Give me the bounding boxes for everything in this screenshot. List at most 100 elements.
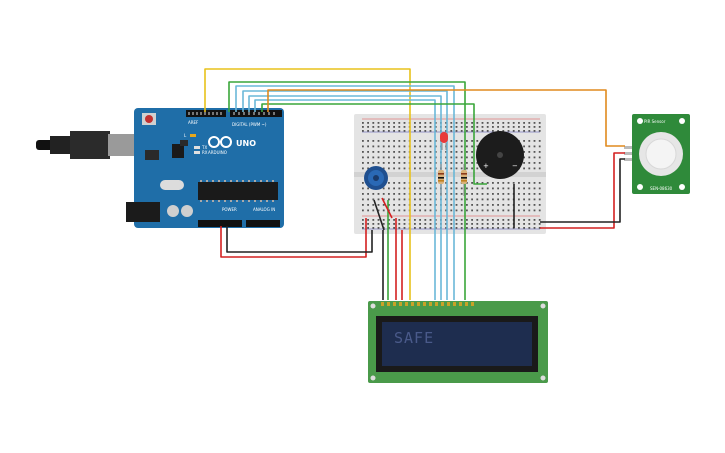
breadboard-hole xyxy=(419,187,421,190)
breadboard-hole xyxy=(486,126,489,128)
breadboard-hole xyxy=(460,126,463,128)
breadboard-hole xyxy=(466,204,468,206)
breadboard-hole xyxy=(445,193,447,195)
breadboard-hole xyxy=(450,167,453,170)
breadboard-hole xyxy=(398,227,401,229)
breadboard-hole xyxy=(367,219,369,221)
breadboard-hole xyxy=(419,227,421,229)
breadboard-hole xyxy=(502,182,505,184)
lcd-pin xyxy=(393,302,396,306)
breadboard-hole xyxy=(528,122,531,124)
breadboard-hole xyxy=(398,162,401,164)
breadboard-hole xyxy=(450,198,453,201)
breadboard-hole xyxy=(414,219,416,221)
breadboard-hole xyxy=(367,198,369,201)
breadboard-hole xyxy=(518,126,520,128)
breadboard-hole xyxy=(533,145,536,148)
breadboard-hole xyxy=(382,193,385,195)
breadboard-hole xyxy=(445,223,447,225)
breadboard-hole xyxy=(460,156,463,159)
breadboard-hole xyxy=(460,122,463,124)
breadboard-hole xyxy=(523,227,525,229)
breadboard-hole xyxy=(393,151,395,153)
breadboard-hole xyxy=(502,209,505,212)
breadboard-hole xyxy=(481,122,484,124)
breadboard-hole xyxy=(372,122,375,124)
breadboard-hole xyxy=(419,145,421,148)
breadboard-hole xyxy=(398,198,401,201)
breadboard-hole xyxy=(377,126,380,128)
breadboard-hole xyxy=(419,193,421,195)
breadboard-hole xyxy=(538,126,541,128)
breadboard-hole xyxy=(403,204,406,206)
breadboard-hole xyxy=(429,227,432,229)
breadboard-hole xyxy=(476,167,479,170)
wire-blue-1 xyxy=(235,85,455,300)
breadboard-hole xyxy=(419,167,421,170)
breadboard-hole xyxy=(450,219,453,221)
breadboard-hole xyxy=(367,151,369,153)
breadboard-hole xyxy=(382,198,385,201)
breadboard-hole xyxy=(497,130,499,132)
breadboard-hole xyxy=(362,227,364,229)
breadboard-hole xyxy=(362,140,364,142)
breadboard-hole xyxy=(481,130,484,132)
breadboard-hole xyxy=(523,193,525,195)
lcd-pin xyxy=(423,302,426,306)
breadboard-hole xyxy=(523,156,525,159)
breadboard-hole xyxy=(424,122,427,124)
breadboard-hole xyxy=(445,198,447,201)
breadboard-hole xyxy=(466,162,468,164)
breadboard-hole xyxy=(429,209,432,212)
breadboard-hole xyxy=(398,122,401,124)
lcd-pin xyxy=(471,302,474,306)
breadboard-hole xyxy=(538,140,541,142)
breadboard-hole xyxy=(450,126,453,128)
breadboard-hole xyxy=(445,204,447,206)
breadboard-hole xyxy=(414,209,416,212)
breadboard-hole xyxy=(372,223,375,225)
breadboard-hole xyxy=(460,209,463,212)
breadboard-hole xyxy=(476,227,479,229)
breadboard-hole xyxy=(382,204,385,206)
breadboard-hole xyxy=(523,204,525,206)
breadboard-hole xyxy=(377,209,380,212)
breadboard-hole xyxy=(486,122,489,124)
breadboard-hole xyxy=(388,151,390,153)
breadboard-hole xyxy=(445,219,447,221)
breadboard-hole xyxy=(471,209,473,212)
breadboard-hole xyxy=(424,140,427,142)
breadboard-hole xyxy=(466,151,468,153)
breadboard-hole xyxy=(367,204,369,206)
breadboard-hole xyxy=(367,209,369,212)
breadboard-hole xyxy=(445,156,447,159)
model-label: UNO xyxy=(236,139,256,148)
breadboard-hole xyxy=(476,145,479,148)
pir-sensor: PIR Sensor SEN-08630 xyxy=(624,114,690,194)
breadboard-hole xyxy=(518,209,520,212)
breadboard-hole xyxy=(523,219,525,221)
breadboard-hole xyxy=(455,122,458,124)
breadboard-hole xyxy=(377,193,380,195)
breadboard-hole xyxy=(388,145,390,148)
breadboard-hole xyxy=(455,162,458,164)
breadboard-hole xyxy=(455,145,458,148)
breadboard-hole xyxy=(476,209,479,212)
breadboard-hole xyxy=(388,187,390,190)
breadboard-hole xyxy=(362,209,364,212)
breadboard-hole xyxy=(455,198,458,201)
breadboard-hole xyxy=(398,223,401,225)
pir-label-top: PIR Sensor xyxy=(644,119,666,124)
breadboard-hole xyxy=(393,126,395,128)
breadboard-hole xyxy=(502,193,505,195)
breadboard-hole xyxy=(476,126,479,128)
breadboard-hole xyxy=(538,167,541,170)
breadboard-hole xyxy=(393,140,395,142)
breadboard-hole xyxy=(445,209,447,212)
breadboard-hole xyxy=(382,156,385,159)
breadboard-hole xyxy=(398,145,401,148)
breadboard-hole xyxy=(429,204,432,206)
breadboard-hole xyxy=(538,204,541,206)
breadboard-hole xyxy=(388,140,390,142)
breadboard-hole xyxy=(538,198,541,201)
